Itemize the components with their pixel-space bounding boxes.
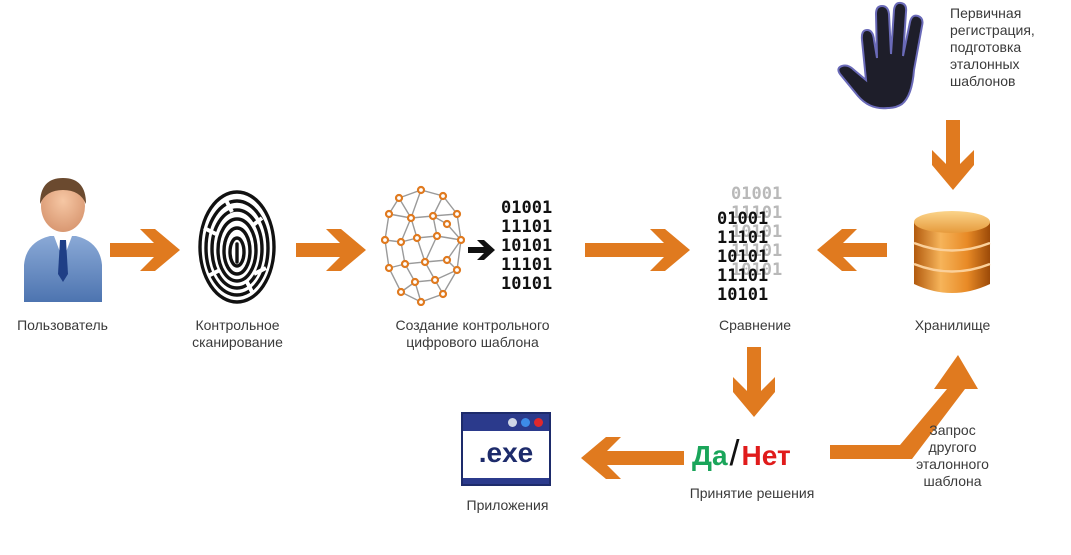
arrow-network-to-binary bbox=[468, 240, 495, 260]
registration-label-line: эталонных bbox=[950, 56, 1020, 72]
decision-yes: Да bbox=[692, 440, 728, 471]
arrow-registration-to-storage bbox=[932, 120, 974, 190]
decision-slash: / bbox=[729, 432, 740, 473]
binary-row: 10101 bbox=[731, 260, 783, 280]
template-binary-block: 01001 11101 10101 11101 10101 bbox=[501, 199, 552, 294]
apps-label: Приложения bbox=[466, 497, 549, 513]
scan-label-line2: сканирование bbox=[192, 334, 283, 350]
binary-row: 11101 bbox=[731, 241, 783, 261]
binary-row: 11101 bbox=[717, 228, 769, 248]
exe-text: .exe bbox=[478, 437, 534, 468]
window-dot-icon bbox=[521, 418, 530, 427]
binary-row: 10101 bbox=[501, 236, 553, 256]
request-label-line: другого bbox=[928, 439, 977, 455]
request-label-line: эталонного bbox=[916, 456, 989, 472]
candidate-binary-block: 01001 11101 10101 11101 10101 bbox=[717, 210, 768, 305]
binary-row: 01001 bbox=[717, 209, 769, 229]
registration-label-line: шаблонов bbox=[950, 73, 1016, 89]
arrow-decision-to-apps bbox=[581, 437, 684, 479]
template-label-line2: цифрового шаблона bbox=[406, 334, 539, 350]
registration-label-line: регистрация, bbox=[950, 22, 1035, 38]
binary-row: 10101 bbox=[501, 274, 553, 294]
window-dot-icon bbox=[534, 418, 543, 427]
arrow-template-to-compare bbox=[585, 229, 690, 271]
fingerprint-icon bbox=[198, 190, 276, 304]
registration-label-line: подготовка bbox=[950, 39, 1022, 55]
binary-row: 10101 bbox=[731, 222, 783, 242]
decision-no: Нет bbox=[741, 440, 791, 471]
binary-row: 01001 bbox=[731, 184, 783, 204]
minutiae-network-icon bbox=[381, 185, 465, 306]
template-label-line1: Создание контрольного bbox=[395, 317, 550, 333]
request-label: Запрос другого эталонного шаблона bbox=[895, 422, 1010, 490]
user-label: Пользователь bbox=[17, 317, 108, 333]
storage-label: Хранилище bbox=[914, 317, 991, 333]
exe-window-icon: .exe bbox=[461, 412, 551, 486]
request-label-line: шаблона bbox=[923, 473, 982, 489]
window-dot-icon bbox=[508, 418, 517, 427]
scan-label: Контрольное сканирование bbox=[170, 317, 305, 351]
exe-bottom-bar bbox=[463, 478, 549, 484]
template-label: Создание контрольного цифрового шаблона bbox=[370, 317, 575, 351]
registration-label-line: Первичная bbox=[950, 5, 1022, 21]
registration-label: Первичная регистрация, подготовка эталон… bbox=[950, 5, 1060, 90]
exe-titlebar bbox=[463, 414, 549, 431]
binary-row: 11101 bbox=[731, 203, 783, 223]
reference-binary-block: 01001 11101 10101 11101 10101 bbox=[731, 185, 782, 280]
decision-yes-no: Да/Нет bbox=[692, 432, 822, 476]
binary-row: 11101 bbox=[717, 266, 769, 286]
binary-row: 11101 bbox=[501, 255, 553, 275]
compare-label: Сравнение bbox=[719, 317, 791, 333]
arrow-storage-to-compare bbox=[817, 229, 887, 271]
arrow-scan-to-template bbox=[296, 229, 366, 271]
decision-label: Принятие решения bbox=[689, 485, 815, 501]
request-label-line: Запрос bbox=[929, 422, 976, 438]
scan-label-line1: Контрольное bbox=[195, 317, 280, 333]
binary-row: 10101 bbox=[717, 285, 769, 305]
arrow-decision-to-storage bbox=[830, 355, 978, 459]
binary-row: 11101 bbox=[501, 217, 553, 237]
arrow-user-to-scan bbox=[110, 229, 180, 271]
arrow-compare-to-decision bbox=[733, 347, 775, 417]
binary-row: 01001 bbox=[501, 198, 553, 218]
hand-icon bbox=[837, 1, 924, 110]
database-icon bbox=[913, 211, 991, 293]
binary-row: 10101 bbox=[717, 247, 769, 267]
user-icon bbox=[24, 178, 102, 302]
